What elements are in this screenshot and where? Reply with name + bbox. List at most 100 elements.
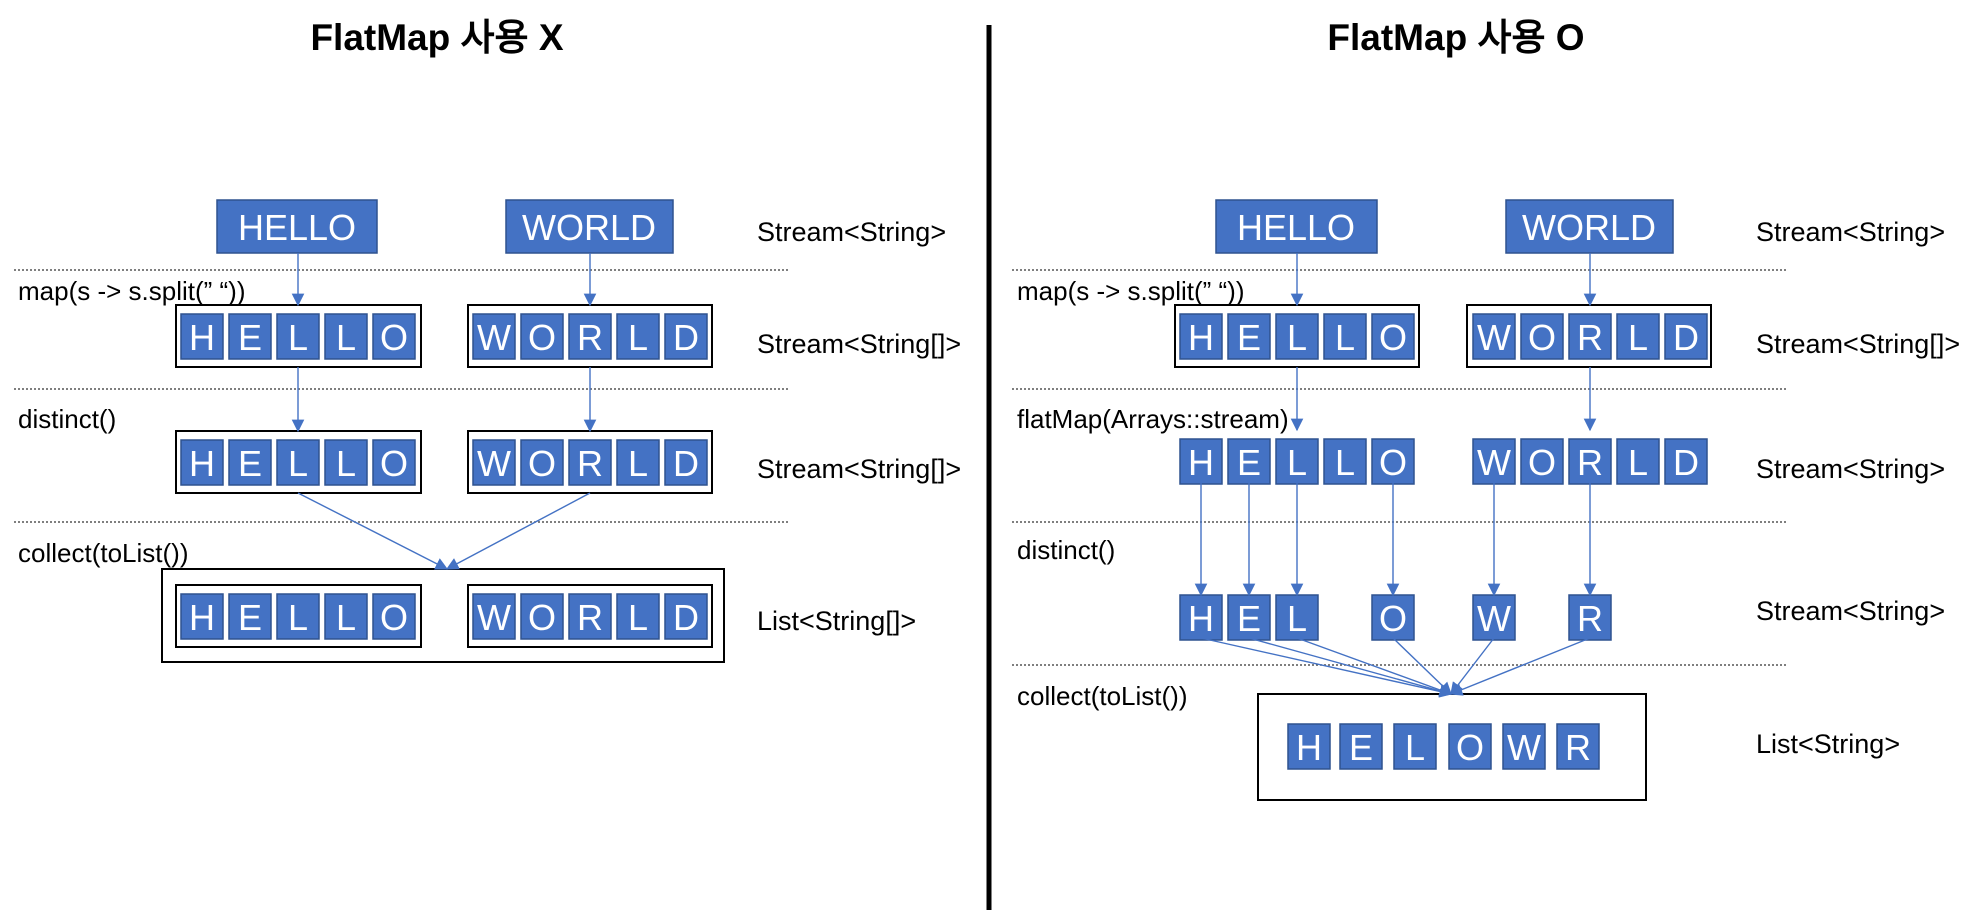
letter-label: E: [1237, 442, 1261, 483]
right-op-map: map(s -> s.split(” “)): [1017, 276, 1245, 306]
letter-cell: R: [1568, 594, 1612, 641]
left-array-frame: [175, 584, 422, 648]
right-word-world: WORLD: [1505, 199, 1674, 254]
letter-label: L: [1405, 727, 1425, 768]
letter-label: O: [380, 597, 408, 638]
letter-cell: L: [1616, 313, 1660, 360]
right-type-label: Stream<String[]>: [1756, 329, 1960, 359]
letter-label: E: [238, 597, 262, 638]
letter-cell: H: [1179, 313, 1223, 360]
letter-cell: H: [1179, 594, 1223, 641]
letter-cell: R: [568, 313, 612, 360]
left-title: FlatMap 사용 X: [310, 17, 563, 58]
letter-label: H: [189, 597, 215, 638]
letter-cell: L: [324, 439, 368, 486]
letter-cell: D: [664, 593, 708, 640]
letter-label: R: [1565, 727, 1591, 768]
letter-cell: E: [228, 439, 272, 486]
letter-cell: L: [1275, 594, 1319, 641]
letter-label: O: [528, 597, 556, 638]
letter-cell: D: [1664, 313, 1708, 360]
letter-label: L: [288, 597, 308, 638]
flow-arrow: [1248, 637, 1453, 698]
left-word-world: WORLD: [505, 199, 674, 254]
letter-label: W: [1507, 727, 1541, 768]
letter-cell: E: [1227, 438, 1271, 485]
letter-label: D: [673, 443, 699, 484]
letter-cell: L: [1275, 313, 1319, 360]
letter-label: R: [1577, 442, 1603, 483]
letter-label: E: [238, 317, 262, 358]
letter-label: O: [380, 317, 408, 358]
right-panel: FlatMap 사용 O HELLO WORLD map(s -> s.spli…: [1012, 17, 1960, 801]
right-word-hello: HELLO: [1215, 199, 1378, 254]
letter-cell: O: [372, 593, 416, 640]
letter-cell: R: [1568, 313, 1612, 360]
letter-label: W: [477, 443, 511, 484]
word-label: WORLD: [522, 207, 656, 248]
letter-label: L: [336, 443, 356, 484]
letter-cell: L: [276, 593, 320, 640]
letter-cell: R: [568, 439, 612, 486]
letter-label: W: [477, 597, 511, 638]
letter-label: O: [1528, 442, 1556, 483]
letter-cell: H: [180, 439, 224, 486]
letter-cell: E: [1227, 594, 1271, 641]
letter-cell: D: [664, 439, 708, 486]
letter-cell: L: [1323, 438, 1367, 485]
right-title: FlatMap 사용 O: [1327, 17, 1584, 58]
right-op-collect: collect(toList()): [1017, 681, 1187, 711]
letter-label: O: [380, 443, 408, 484]
letter-cell: L: [276, 439, 320, 486]
letter-label: L: [1628, 317, 1648, 358]
letter-label: W: [1477, 317, 1511, 358]
left-array-frame: [467, 584, 713, 648]
letter-label: O: [1379, 442, 1407, 483]
letter-label: L: [1335, 317, 1355, 358]
left-type-label: Stream<String[]>: [757, 454, 961, 484]
letter-label: L: [628, 317, 648, 358]
letter-cell: O: [520, 313, 564, 360]
letter-cell: O: [1371, 313, 1415, 360]
letter-cell: L: [1616, 438, 1660, 485]
letter-cell: L: [1323, 313, 1367, 360]
letter-label: D: [673, 597, 699, 638]
letter-cell: W: [472, 439, 516, 486]
letter-cell: L: [324, 593, 368, 640]
letter-cell: W: [1472, 594, 1516, 641]
letter-label: W: [1477, 442, 1511, 483]
flow-arrow: [297, 492, 449, 570]
letter-cell: O: [1448, 723, 1492, 770]
flow-arrow: [1200, 637, 1453, 698]
letter-label: L: [628, 443, 648, 484]
left-op-distinct: distinct(): [18, 404, 116, 434]
letter-label: R: [1577, 598, 1603, 639]
letter-cell: O: [520, 593, 564, 640]
letter-label: D: [1673, 442, 1699, 483]
letter-cell: O: [372, 439, 416, 486]
letter-label: O: [1379, 317, 1407, 358]
letter-cell: O: [1371, 438, 1415, 485]
letter-cell: R: [1568, 438, 1612, 485]
letter-cell: D: [1664, 438, 1708, 485]
letter-label: H: [1188, 317, 1214, 358]
letter-cell: D: [664, 313, 708, 360]
letter-label: O: [1528, 317, 1556, 358]
letter-cell: O: [1371, 594, 1415, 641]
letter-cell: L: [616, 439, 660, 486]
letter-label: W: [477, 317, 511, 358]
right-type-label: Stream<String>: [1756, 217, 1945, 247]
letter-label: L: [288, 443, 308, 484]
letter-cell: L: [276, 313, 320, 360]
letter-label: E: [1237, 598, 1261, 639]
right-op-flatmap: flatMap(Arrays::stream): [1017, 404, 1289, 434]
letter-label: O: [528, 443, 556, 484]
flow-arrow: [1449, 637, 1591, 696]
left-word-hello: HELLO: [216, 199, 378, 254]
left-type-label: Stream<String[]>: [757, 329, 961, 359]
right-type-label: Stream<String>: [1756, 454, 1945, 484]
letter-cell: L: [1275, 438, 1319, 485]
